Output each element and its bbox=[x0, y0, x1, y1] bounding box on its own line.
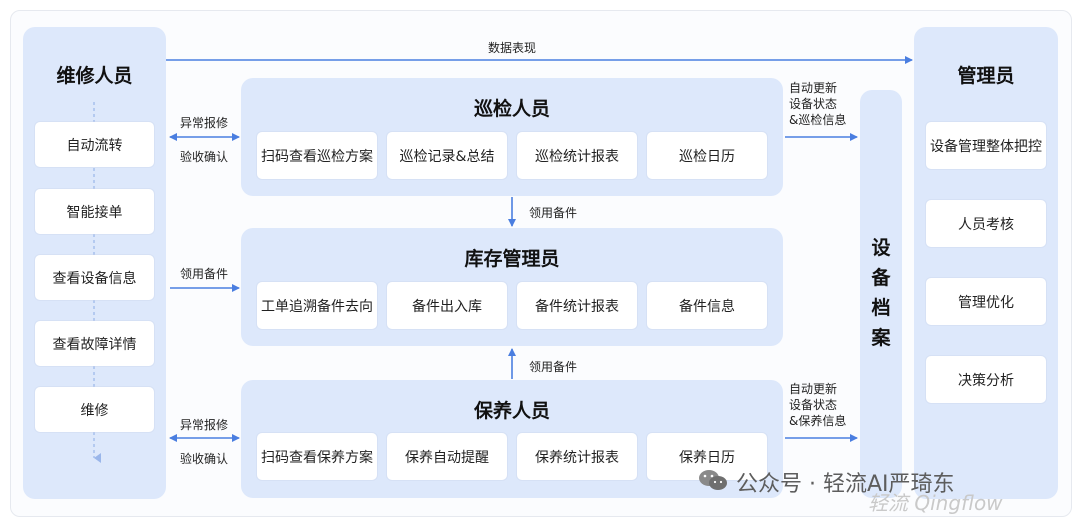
manager-title: 管理员 bbox=[957, 65, 1015, 87]
warehouse-item-info[interactable]: 备件信息 bbox=[647, 282, 767, 329]
repair-item-view-equipment[interactable]: 查看设备信息 bbox=[35, 255, 154, 300]
archive-char: 档 bbox=[871, 297, 891, 319]
warehouse-item-report[interactable]: 备件统计报表 bbox=[517, 282, 637, 329]
acceptance-label-bottom: 验收确认 bbox=[180, 452, 229, 466]
auto-update-line: &保养信息 bbox=[789, 414, 847, 428]
abnormal-report-label-top: 异常报修 bbox=[180, 116, 229, 130]
warehouse-item-trace[interactable]: 工单追溯备件去向 bbox=[257, 282, 377, 329]
auto-update-line: 自动更新 bbox=[789, 382, 838, 396]
take-parts-label-left: 领用备件 bbox=[180, 267, 229, 281]
watermark-subtext: 轻流 Qingflow bbox=[868, 491, 1003, 515]
inspector-item-record[interactable]: 巡检记录&总结 bbox=[387, 132, 507, 179]
auto-update-line: 设备状态 bbox=[789, 97, 838, 111]
repair-item-smart-accept[interactable]: 智能接单 bbox=[35, 189, 154, 234]
inspector-title: 巡检人员 bbox=[473, 98, 550, 120]
auto-update-line: &巡检信息 bbox=[789, 113, 847, 127]
archive-char: 设 bbox=[871, 237, 891, 259]
maintenance-item-scan-plan[interactable]: 扫码查看保养方案 bbox=[257, 433, 377, 480]
inspector-item-scan-plan[interactable]: 扫码查看巡检方案 bbox=[257, 132, 377, 179]
data-display-label: 数据表现 bbox=[488, 41, 537, 55]
maintenance-item-reminder[interactable]: 保养自动提醒 bbox=[387, 433, 507, 480]
take-parts-label-bottom: 领用备件 bbox=[529, 360, 578, 374]
maintenance-title: 保养人员 bbox=[473, 400, 550, 422]
abnormal-report-label-bottom: 异常报修 bbox=[180, 418, 229, 432]
acceptance-label-top: 验收确认 bbox=[180, 150, 229, 164]
wechat-icon bbox=[699, 470, 727, 490]
manager-item-optimization[interactable]: 管理优化 bbox=[926, 278, 1046, 325]
auto-update-label-top: 自动更新 设备状态 &巡检信息 bbox=[789, 80, 846, 128]
manager-item-overall-control[interactable]: 设备管理整体把控 bbox=[926, 122, 1046, 169]
equipment-archive-title: 设 备 档 案 bbox=[860, 233, 902, 353]
inspector-item-report[interactable]: 巡检统计报表 bbox=[517, 132, 637, 179]
equipment-archive-panel: 设 备 档 案 bbox=[860, 90, 902, 498]
archive-char: 备 bbox=[871, 267, 891, 289]
manager-item-decision-analysis[interactable]: 决策分析 bbox=[926, 356, 1046, 403]
repair-item-repair[interactable]: 维修 bbox=[35, 387, 154, 432]
repair-item-view-fault[interactable]: 查看故障详情 bbox=[35, 321, 154, 366]
maintenance-item-report[interactable]: 保养统计报表 bbox=[517, 433, 637, 480]
auto-update-line: 设备状态 bbox=[789, 398, 838, 412]
manager-item-staff-assessment[interactable]: 人员考核 bbox=[926, 200, 1046, 247]
take-parts-label-top: 领用备件 bbox=[529, 206, 578, 220]
auto-update-label-bottom: 自动更新 设备状态 &保养信息 bbox=[789, 381, 846, 429]
manager-panel: 管理员 bbox=[914, 27, 1058, 499]
auto-update-line: 自动更新 bbox=[789, 81, 838, 95]
warehouse-item-inout[interactable]: 备件出入库 bbox=[387, 282, 507, 329]
archive-char: 案 bbox=[871, 327, 891, 349]
watermark-text: 公众号 · 轻流AI严琦东 bbox=[736, 472, 955, 497]
warehouse-title: 库存管理员 bbox=[464, 248, 560, 270]
inspector-item-calendar[interactable]: 巡检日历 bbox=[647, 132, 767, 179]
repair-item-auto-transfer[interactable]: 自动流转 bbox=[35, 122, 154, 167]
repair-staff-title: 维修人员 bbox=[56, 65, 133, 87]
